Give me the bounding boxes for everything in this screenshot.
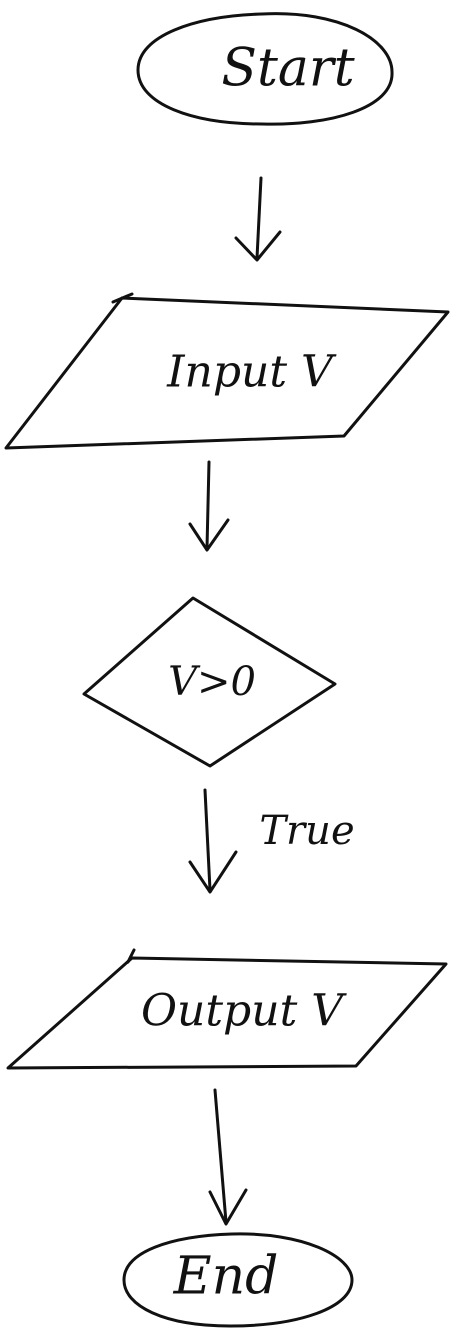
end-ellipse [122, 1232, 354, 1328]
arrow-output-to-end [208, 1088, 248, 1226]
decision-label: V>0 [168, 659, 256, 705]
output-label: Output V [141, 986, 347, 1037]
decision-diamond [82, 596, 337, 768]
output-node: Output V [6, 948, 448, 1070]
input-parallelogram [4, 296, 450, 450]
arrow-input-to-decision [188, 460, 230, 552]
true-edge-label: True [259, 808, 354, 854]
input-node: Input V [4, 292, 450, 450]
start-ellipse [136, 12, 394, 126]
arrow-decision-to-output: True [188, 788, 355, 894]
output-parallelogram [6, 956, 448, 1070]
start-label: Start [221, 39, 354, 99]
end-label: End [173, 1247, 279, 1307]
arrow-start-to-input [234, 176, 282, 262]
end-node: End [122, 1232, 354, 1328]
decision-node: V>0 [82, 596, 337, 768]
input-label: Input V [166, 347, 337, 398]
start-node: Start [136, 12, 394, 126]
